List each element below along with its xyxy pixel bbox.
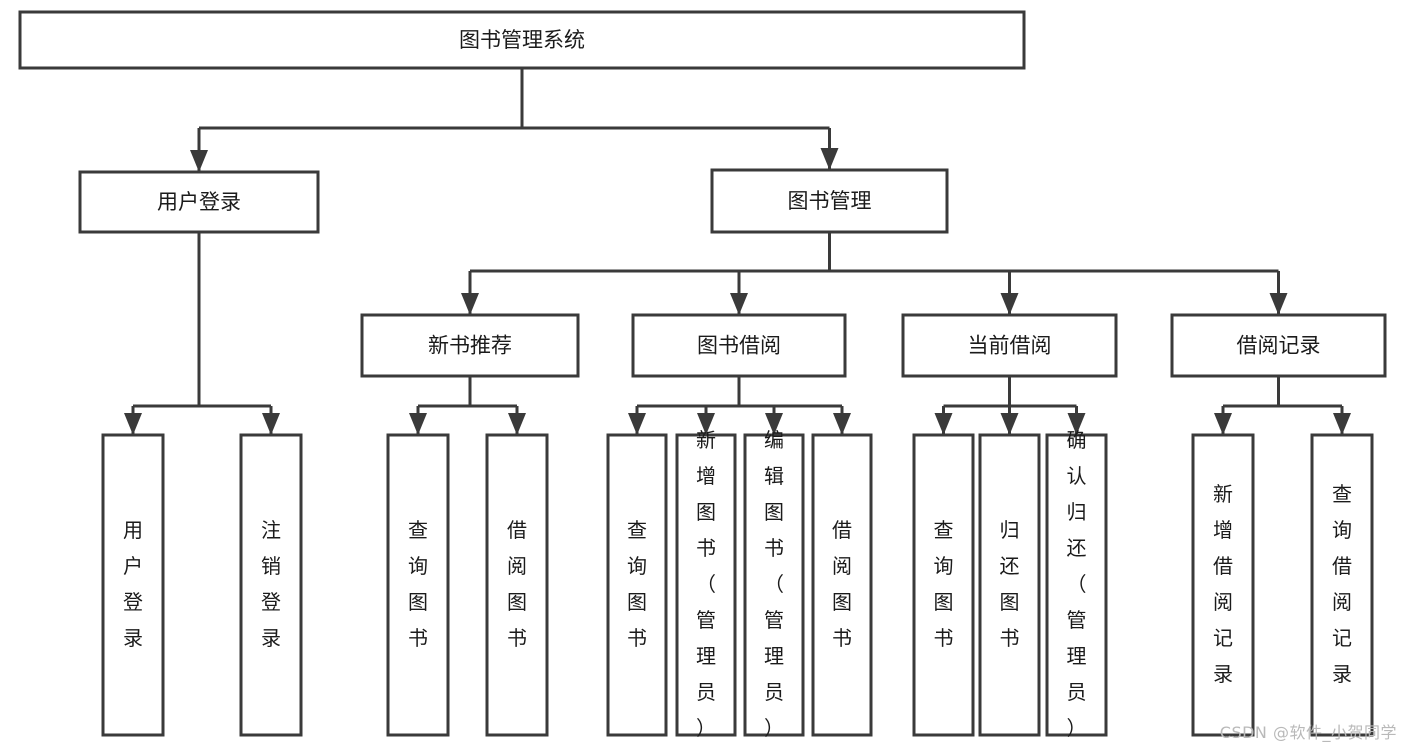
node-l3_2[interactable]: 查询图书 (386, 433, 450, 737)
node-l3_5[interactable]: 新增图书（管理员） (675, 428, 737, 740)
arrow-head-icon (730, 293, 748, 315)
node-box[interactable] (606, 433, 668, 737)
node-root[interactable]: 图书管理系统 (18, 10, 1026, 70)
node-box[interactable] (675, 433, 737, 737)
arrow-head-icon (190, 150, 208, 172)
edge-group-root (190, 68, 839, 172)
node-box[interactable] (1170, 313, 1387, 378)
node-label: 新书推荐 (428, 334, 512, 358)
node-l2_0[interactable]: 新书推荐 (360, 313, 580, 378)
nodes-layer: 图书管理系统用户登录图书管理新书推荐图书借阅当前借阅借阅记录用户登录注销登录查询… (18, 10, 1387, 740)
node-label: 查询图书 (408, 518, 428, 650)
node-label: 新增图书（管理员） (696, 428, 716, 740)
arrow-head-icon (833, 413, 851, 435)
node-box[interactable] (78, 170, 320, 234)
node-label: 当前借阅 (968, 334, 1052, 358)
node-box[interactable] (1045, 433, 1108, 737)
watermark: CSDN @软件_小贺同学 (1219, 723, 1397, 742)
node-label: 用户登录 (157, 190, 241, 214)
edge-group-l2_1 (628, 376, 851, 435)
node-label: 借阅图书 (832, 518, 852, 650)
arrow-head-icon (820, 148, 839, 170)
node-label: 归还图书 (1000, 518, 1020, 650)
node-box[interactable] (811, 433, 873, 737)
node-label: 查询图书 (627, 518, 647, 650)
edge-group-l2_2 (934, 376, 1086, 435)
node-l3_9[interactable]: 归还图书 (978, 433, 1041, 737)
arrow-head-icon (934, 413, 953, 435)
node-box[interactable] (360, 313, 580, 378)
node-l3_3[interactable]: 借阅图书 (485, 433, 549, 737)
node-label: 查询借阅记录 (1332, 482, 1352, 686)
node-l2_1[interactable]: 图书借阅 (631, 313, 847, 378)
arrow-head-icon (1333, 413, 1351, 435)
node-l2_3[interactable]: 借阅记录 (1170, 313, 1387, 378)
arrow-head-icon (1269, 293, 1288, 315)
node-box[interactable] (485, 433, 549, 737)
node-label: 图书管理系统 (459, 28, 585, 52)
node-label: 借阅记录 (1237, 334, 1321, 358)
edge-group-l2_3 (1214, 376, 1351, 435)
node-l3_6[interactable]: 编辑图书（管理员） (743, 428, 805, 740)
arrow-head-icon (697, 413, 715, 435)
node-label: 用户登录 (123, 518, 143, 650)
node-box[interactable] (901, 313, 1118, 378)
arrow-head-icon (461, 293, 479, 315)
arrow-head-icon (628, 413, 646, 435)
node-label: 图书管理 (788, 189, 872, 213)
arrow-head-icon (508, 413, 526, 435)
node-box[interactable] (386, 433, 450, 737)
arrow-head-icon (409, 413, 427, 435)
node-label: 新增借阅记录 (1213, 482, 1233, 686)
node-l3_8[interactable]: 查询图书 (912, 433, 975, 737)
node-l1_0[interactable]: 用户登录 (78, 170, 320, 234)
node-label: 注销登录 (261, 518, 281, 650)
node-l3_0[interactable]: 用户登录 (101, 433, 165, 737)
node-l1_1[interactable]: 图书管理 (710, 168, 949, 234)
arrow-head-icon (262, 413, 280, 435)
edge-group-l1_1 (461, 232, 1288, 315)
arrow-head-icon (124, 413, 142, 435)
node-label: 图书借阅 (697, 334, 781, 358)
arrow-head-icon (1000, 413, 1019, 435)
edge-group-l2_0 (409, 376, 526, 435)
node-l3_1[interactable]: 注销登录 (239, 433, 303, 737)
node-box[interactable] (912, 433, 975, 737)
node-l3_4[interactable]: 查询图书 (606, 433, 668, 737)
node-box[interactable] (743, 433, 805, 737)
node-label: 编辑图书（管理员） (764, 428, 784, 740)
node-box[interactable] (978, 433, 1041, 737)
node-box[interactable] (1191, 433, 1255, 737)
node-box[interactable] (710, 168, 949, 234)
node-l3_10[interactable]: 确认归还（管理员） (1045, 428, 1108, 740)
node-label: 确认归还（管理员） (1067, 428, 1087, 740)
node-box[interactable] (1310, 433, 1374, 737)
node-l3_11[interactable]: 新增借阅记录 (1191, 433, 1255, 737)
node-box[interactable] (239, 433, 303, 737)
node-box[interactable] (101, 433, 165, 737)
node-l2_2[interactable]: 当前借阅 (901, 313, 1118, 378)
arrow-head-icon (1067, 413, 1086, 435)
node-l3_12[interactable]: 查询借阅记录 (1310, 433, 1374, 737)
node-label: 查询图书 (934, 518, 954, 650)
arrow-head-icon (1000, 293, 1019, 315)
node-box[interactable] (631, 313, 847, 378)
edges-layer (124, 68, 1351, 435)
edge-group-l1_0 (124, 232, 280, 435)
arrow-head-icon (765, 413, 783, 435)
node-label: 借阅图书 (507, 518, 527, 650)
node-box[interactable] (18, 10, 1026, 70)
arrow-head-icon (1214, 413, 1232, 435)
node-l3_7[interactable]: 借阅图书 (811, 433, 873, 737)
